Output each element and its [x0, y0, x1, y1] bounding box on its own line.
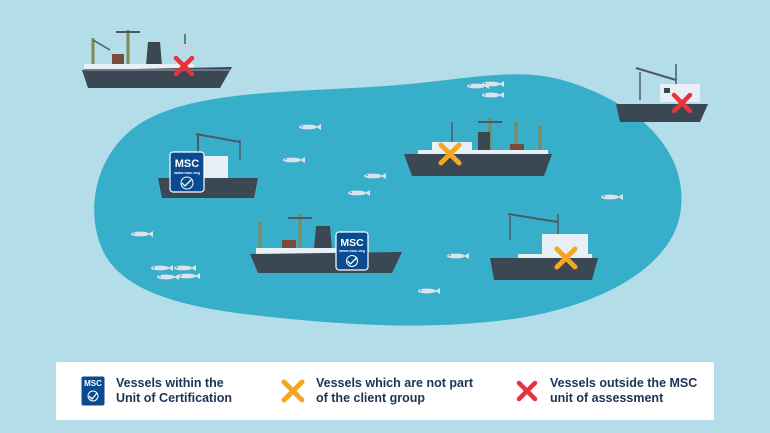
msc-logo-icon: MSC [78, 376, 108, 406]
msc-badge: MSC www.msc.org [335, 231, 369, 271]
boat-not-client-right [490, 213, 598, 280]
svg-text:MSC: MSC [340, 237, 364, 249]
boat-certified-center: MSC www.msc.org [250, 214, 402, 273]
svg-text:www.msc.org: www.msc.org [173, 170, 200, 175]
boat-outside-top-right [616, 64, 708, 122]
boat-not-client-center [404, 118, 552, 176]
boat-outside-top-left [82, 30, 232, 88]
svg-text:MSC: MSC [175, 158, 200, 170]
svg-text:www.msc.org: www.msc.org [338, 248, 365, 253]
legend-panel: MSC Vessels within the Unit of Certifica… [56, 362, 714, 420]
boat-certified-left: MSC www.msc.org [158, 133, 258, 198]
orange-cross-icon [278, 376, 308, 406]
legend-item-certified: MSC Vessels within the Unit of Certifica… [78, 362, 296, 420]
fishery-water-area [94, 74, 682, 326]
svg-text:MSC: MSC [84, 379, 102, 388]
legend-item-outside: Vessels outside the MSC unit of assessme… [512, 362, 730, 420]
legend-label: Vessels within the Unit of Certification [116, 376, 232, 405]
legend-item-not-client: Vessels which are not part of the client… [278, 362, 496, 420]
legend-label: Vessels outside the MSC unit of assessme… [550, 376, 698, 405]
legend-label: Vessels which are not part of the client… [316, 376, 474, 405]
red-cross-icon [512, 376, 542, 406]
msc-badge: MSC www.msc.org [169, 151, 205, 193]
